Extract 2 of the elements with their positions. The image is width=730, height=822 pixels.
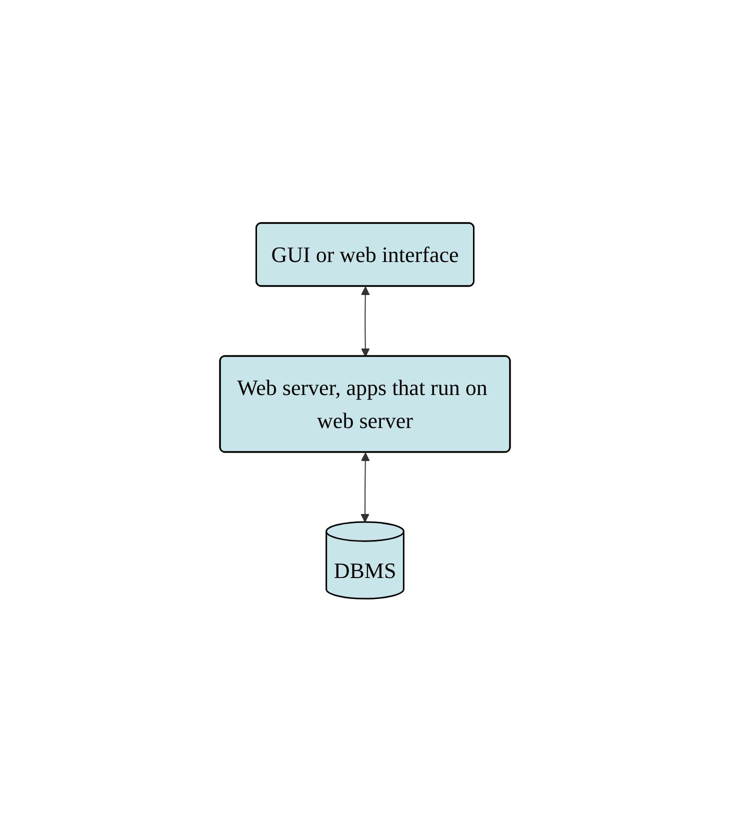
arrow (360, 286, 370, 358)
arrow (360, 452, 370, 523)
